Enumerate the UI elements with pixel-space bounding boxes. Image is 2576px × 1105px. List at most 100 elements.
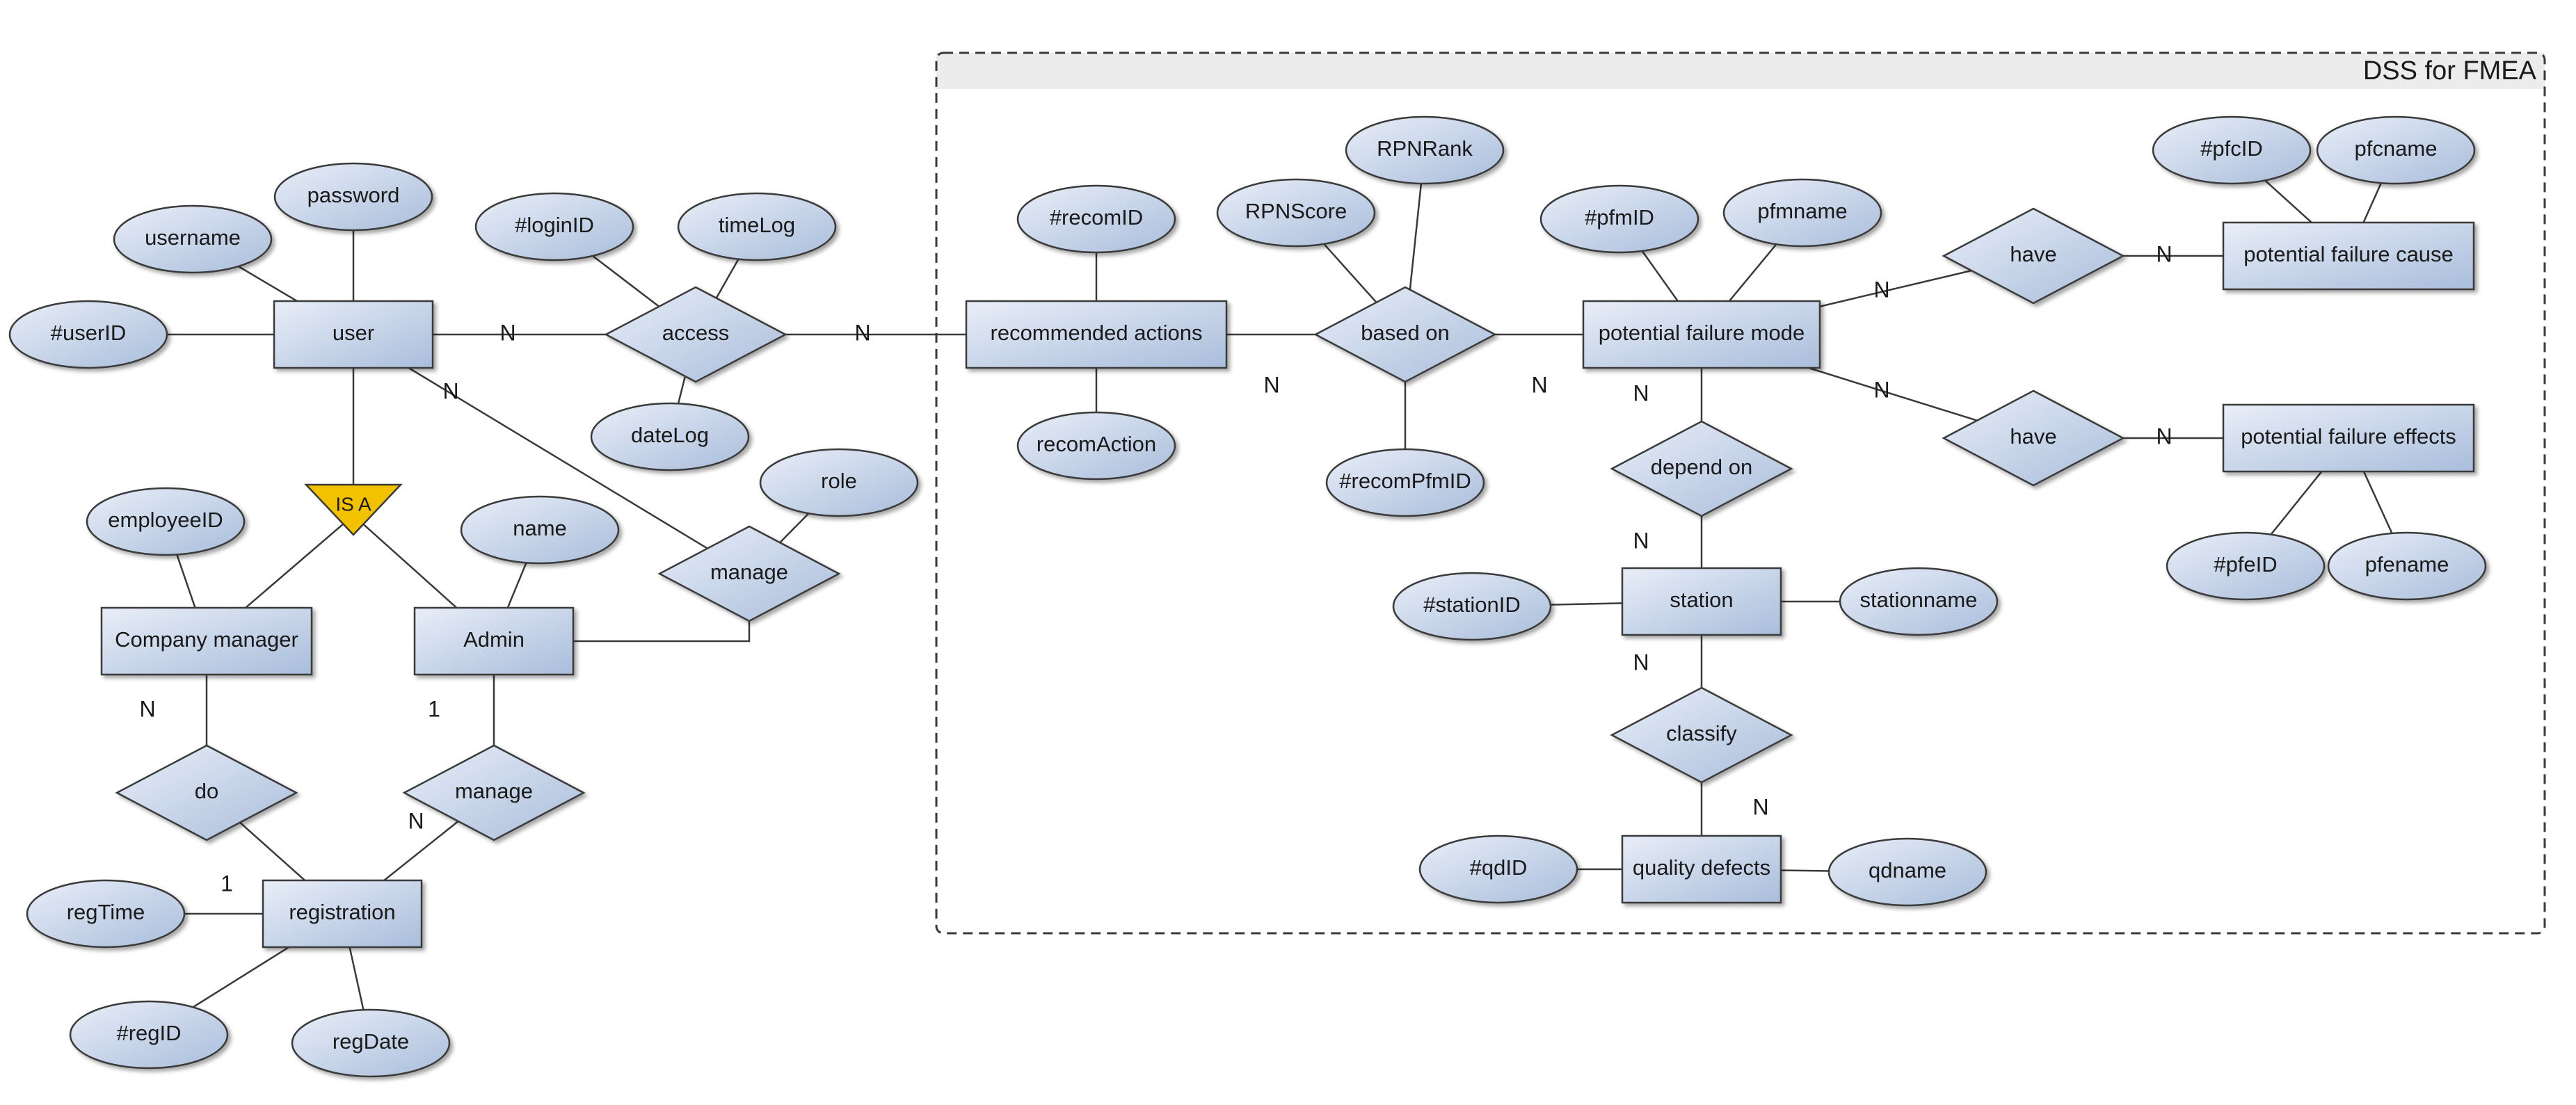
relationship-have_cause[interactable]: have xyxy=(1942,207,2125,305)
attribute-stationname[interactable]: stationname xyxy=(1839,567,1999,636)
attribute-username[interactable]: username xyxy=(113,204,273,274)
attribute-label-name: name xyxy=(513,516,567,540)
attribute-label-datelog: dateLog xyxy=(631,423,709,447)
attribute-password[interactable]: password xyxy=(273,162,433,232)
entity-potential_failure_effects[interactable]: potential failure effects xyxy=(2222,403,2475,473)
attribute-rpnscore[interactable]: RPNScore xyxy=(1216,178,1376,248)
relationship-label-depend_on: depend on xyxy=(1651,455,1753,479)
attribute-name[interactable]: name xyxy=(460,495,620,565)
cardinality-have_effects_pfe: N xyxy=(2156,424,2172,449)
cardinality-station_classify: N xyxy=(1633,650,1649,675)
attribute-rpnrank[interactable]: RPNRank xyxy=(1345,115,1505,185)
relationship-label-manage_user: manage xyxy=(710,560,788,584)
attribute-pfcname[interactable]: pfcname xyxy=(2316,115,2476,185)
cardinality-user_access: N xyxy=(499,320,515,345)
cardinality-recom_basedon: N xyxy=(1263,372,1279,397)
relationship-label-have_effects: have xyxy=(2010,424,2056,449)
relationship-label-manage_reg: manage xyxy=(455,779,533,803)
attribute-recompfmid[interactable]: #recomPfmID xyxy=(1325,448,1485,517)
entity-label-quality_defects: quality defects xyxy=(1633,855,1770,880)
cardinality-classify_qd: N xyxy=(1752,794,1768,819)
attribute-label-recomid: #recomID xyxy=(1050,205,1143,229)
relationship-depend_on[interactable]: depend on xyxy=(1610,420,1793,517)
attribute-pfcid[interactable]: #pfcID xyxy=(2152,115,2312,185)
relationship-label-access: access xyxy=(662,321,729,345)
entity-recommended_actions[interactable]: recommended actions xyxy=(965,300,1228,369)
attribute-label-rpnrank: RPNRank xyxy=(1377,136,1473,161)
attribute-regid[interactable]: #regID xyxy=(69,1000,229,1070)
attribute-label-pfcid: #pfcID xyxy=(2200,136,2263,161)
attribute-label-stationid: #stationID xyxy=(1423,592,1521,617)
attribute-label-password: password xyxy=(307,183,400,207)
attribute-userid[interactable]: #userID xyxy=(8,300,168,369)
entity-registration[interactable]: registration xyxy=(262,879,423,949)
relationship-do[interactable]: do xyxy=(115,744,298,841)
attribute-recomid[interactable]: #recomID xyxy=(1016,184,1176,254)
isa-triangle[interactable]: IS A xyxy=(304,483,403,536)
cardinality-depend_station: N xyxy=(1633,528,1649,553)
attribute-pfename[interactable]: pfename xyxy=(2327,531,2487,601)
relationship-classify[interactable]: classify xyxy=(1610,686,1793,784)
entity-user[interactable]: user xyxy=(273,300,434,369)
attribute-label-regid: #regID xyxy=(116,1021,181,1045)
entity-label-station: station xyxy=(1670,588,1733,612)
attribute-label-rpnscore: RPNScore xyxy=(1245,199,1347,223)
entity-label-company_manager: Company manager xyxy=(115,627,298,652)
cardinality-cm_do: N xyxy=(139,696,155,721)
attribute-label-pfeid: #pfeID xyxy=(2214,552,2277,576)
attribute-pfeid[interactable]: #pfeID xyxy=(2166,531,2326,601)
cardinality-user_manage: N xyxy=(442,378,458,403)
entity-station[interactable]: station xyxy=(1621,567,1782,636)
relationship-manage_reg[interactable]: manage xyxy=(402,744,586,841)
entity-potential_failure_cause[interactable]: potential failure cause xyxy=(2222,221,2475,291)
attribute-datelog[interactable]: dateLog xyxy=(590,402,750,471)
attribute-regtime[interactable]: regTime xyxy=(26,879,186,949)
attribute-label-qdname: qdname xyxy=(1869,858,1946,882)
entity-label-user: user xyxy=(333,321,374,345)
attribute-label-recomaction: recomAction xyxy=(1037,432,1156,456)
cardinality-admin_manage: 1 xyxy=(428,696,440,721)
cardinality-have_cause_pfc: N xyxy=(2156,241,2172,266)
relationship-have_effects[interactable]: have xyxy=(1942,389,2125,487)
attribute-label-role: role xyxy=(821,469,857,493)
relationship-manage_user[interactable]: manage xyxy=(657,525,841,622)
attribute-timelog[interactable]: timeLog xyxy=(677,192,837,261)
entity-label-potential_failure_cause: potential failure cause xyxy=(2243,242,2454,266)
attribute-label-pfmid: #pfmID xyxy=(1585,205,1654,229)
attribute-loginid[interactable]: #loginID xyxy=(474,192,634,261)
attribute-role[interactable]: role xyxy=(759,448,919,517)
relationship-label-based_on: based on xyxy=(1361,321,1450,345)
relationship-label-have_cause: have xyxy=(2010,242,2056,266)
relationship-access[interactable]: access xyxy=(604,286,787,383)
attribute-qdid[interactable]: #qdID xyxy=(1418,834,1578,904)
isa-label: IS A xyxy=(335,493,371,515)
attribute-label-pfcname: pfcname xyxy=(2355,136,2438,161)
entity-admin[interactable]: Admin xyxy=(413,606,575,676)
entity-label-admin: Admin xyxy=(463,627,525,652)
relationship-based_on[interactable]: based on xyxy=(1313,286,1497,383)
cardinality-pfm_have_cause: N xyxy=(1873,277,1889,302)
attribute-pfmname[interactable]: pfmname xyxy=(1722,178,1882,248)
attribute-qdname[interactable]: qdname xyxy=(1827,837,1987,907)
attribute-label-loginid: #loginID xyxy=(515,213,594,237)
relationship-link-manage_user-admin xyxy=(494,621,751,643)
cardinality-basedon_pfm: N xyxy=(1531,372,1547,397)
attribute-pfmid[interactable]: #pfmID xyxy=(1539,184,1699,254)
attribute-label-regdate: regDate xyxy=(333,1029,409,1054)
entity-potential_failure_mode[interactable]: potential failure mode xyxy=(1582,300,1821,369)
cardinality-pfm_depend: N xyxy=(1633,380,1649,405)
frame-title-bar xyxy=(936,53,2545,89)
entity-company_manager[interactable]: Company manager xyxy=(100,606,313,676)
relationship-link-user-manage_user xyxy=(353,333,750,575)
entity-label-registration: registration xyxy=(289,900,395,924)
attribute-employeeid[interactable]: employeeID xyxy=(86,487,246,556)
attribute-label-pfename: pfename xyxy=(2365,552,2449,576)
attribute-stationid[interactable]: #stationID xyxy=(1392,572,1552,641)
attribute-label-timelog: timeLog xyxy=(719,213,795,237)
entity-quality_defects[interactable]: quality defects xyxy=(1621,834,1782,904)
attribute-regdate[interactable]: regDate xyxy=(291,1008,451,1078)
attribute-label-regtime: regTime xyxy=(67,900,145,924)
cardinality-access_recom: N xyxy=(854,320,870,345)
attribute-recomaction[interactable]: recomAction xyxy=(1016,411,1176,481)
